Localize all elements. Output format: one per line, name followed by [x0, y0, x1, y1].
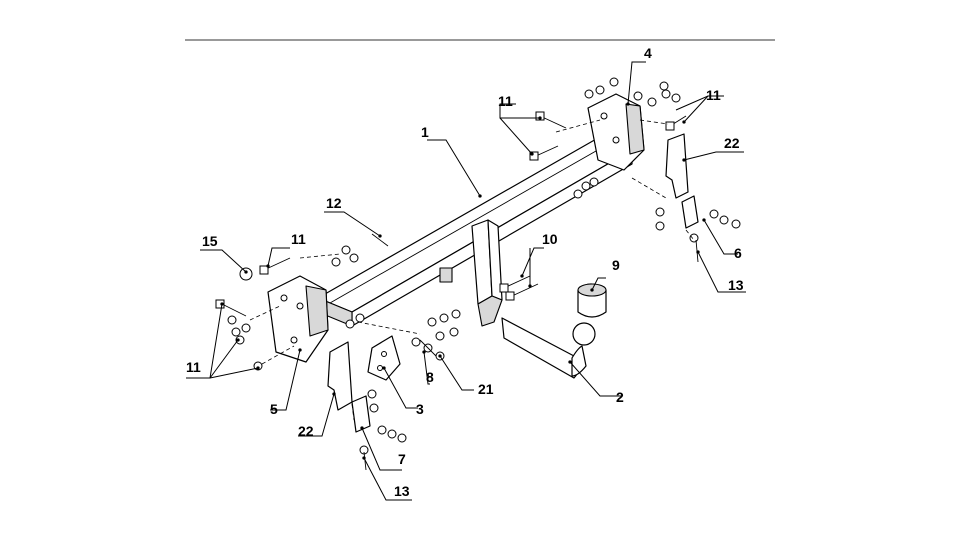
label-part-6: 6 [734, 245, 742, 261]
hardware [215, 77, 741, 471]
label-part-2: 2 [616, 389, 624, 405]
center-bracket [439, 219, 503, 327]
label-part-8: 8 [426, 369, 434, 385]
label-part-13-right: 13 [728, 277, 744, 293]
label-part-10: 10 [542, 231, 558, 247]
label-part-21: 21 [478, 381, 494, 397]
label-part-3: 3 [416, 401, 424, 417]
label-part-11-top: 11 [498, 93, 513, 109]
label-part-1: 1 [421, 124, 429, 140]
label-part-15: 15 [202, 233, 218, 249]
label-part-11-bottom-left: 11 [186, 359, 201, 375]
label-part-11-top-right: 11 [706, 87, 721, 103]
left-reinforcement-plate [327, 341, 353, 411]
small-bracket-left [351, 395, 371, 433]
label-part-22-right: 22 [724, 135, 740, 151]
label-part-12: 12 [326, 195, 342, 211]
label-part-11-left: 11 [291, 231, 306, 247]
label-part-7: 7 [398, 451, 406, 467]
label-part-4: 4 [644, 45, 652, 61]
socket-plate [367, 335, 401, 381]
part-labels: 1 4 11 11 22 12 15 11 10 9 6 13 11 8 21 … [186, 45, 744, 499]
assembly-lines [249, 119, 695, 421]
leader-lines [186, 61, 746, 501]
label-part-5: 5 [270, 401, 278, 417]
tow-ball-assembly [501, 283, 607, 379]
right-side-plate [587, 93, 645, 171]
label-part-22-left: 22 [298, 423, 314, 439]
label-part-9: 9 [612, 257, 620, 273]
small-bracket-right [681, 195, 699, 229]
right-reinforcement-plate [665, 133, 689, 199]
label-part-13-left: 13 [394, 483, 410, 499]
left-side-plate [267, 275, 329, 363]
